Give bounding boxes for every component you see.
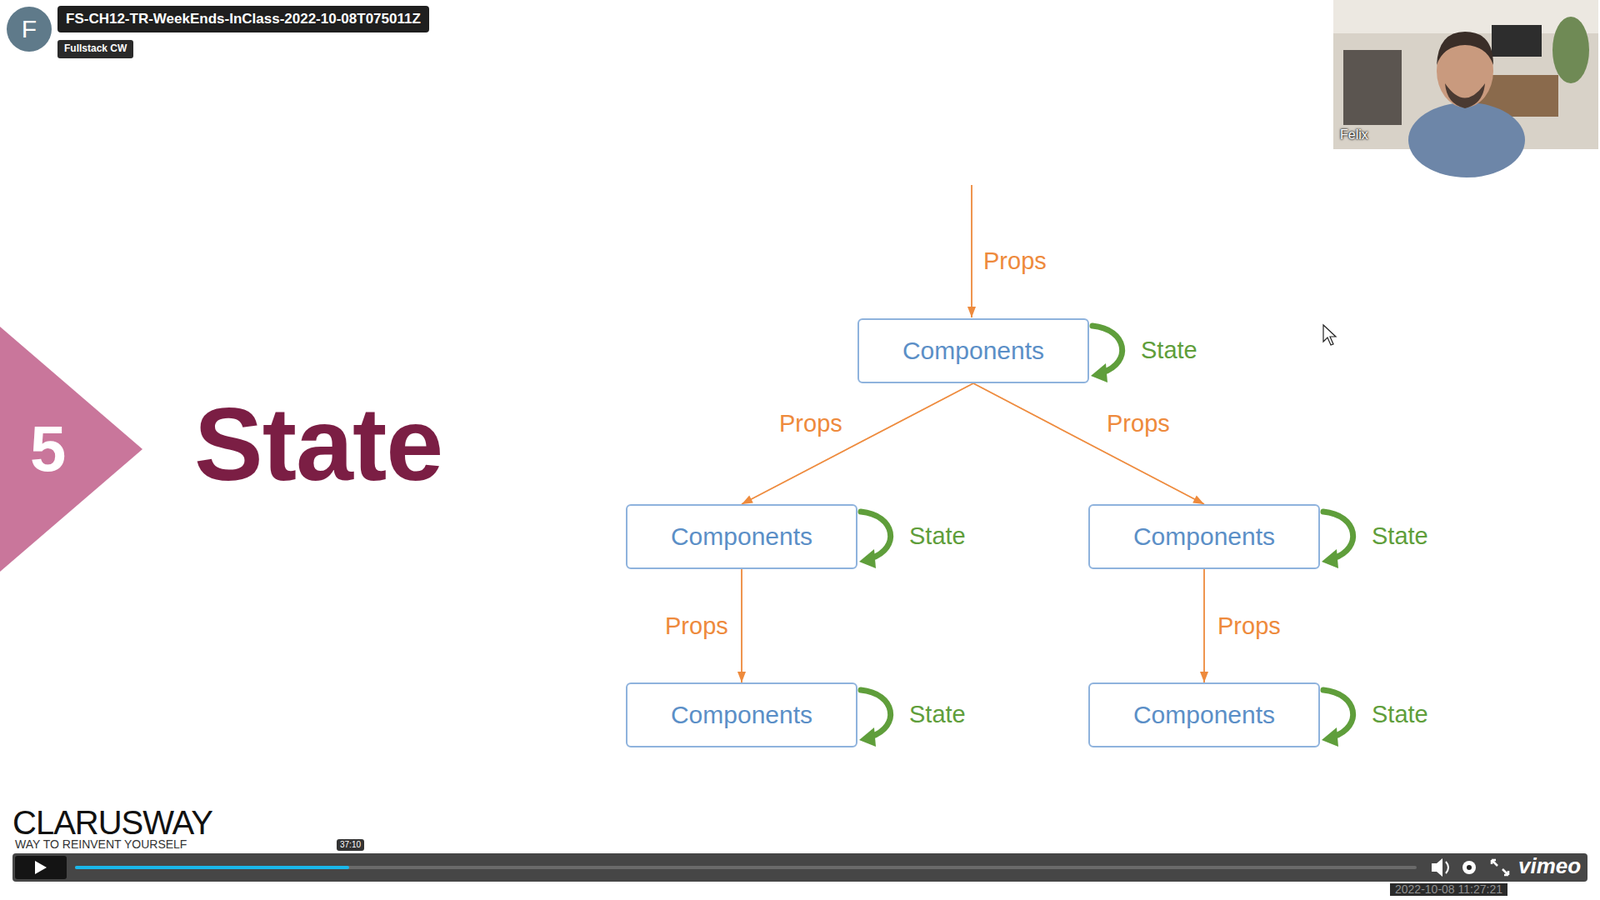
incoming-props-arrow bbox=[967, 185, 976, 318]
brand-tagline: WAY TO REINVENT YOURSELF bbox=[15, 837, 187, 851]
arrow-head bbox=[1192, 495, 1205, 505]
webcam-feed bbox=[1333, 0, 1599, 178]
section-number: 5 bbox=[30, 411, 66, 487]
state-label: State bbox=[909, 522, 966, 550]
presenter-avatar: F bbox=[6, 6, 52, 52]
edge-label: Props bbox=[776, 410, 845, 438]
props-line bbox=[1203, 569, 1205, 683]
arrow-head bbox=[741, 495, 754, 505]
component-box: Components bbox=[625, 504, 858, 570]
state-loop-arrow bbox=[859, 511, 891, 569]
channel-badge: Fullstack CW bbox=[57, 40, 134, 59]
state-label: State bbox=[1371, 700, 1429, 729]
props-line bbox=[973, 383, 1205, 505]
component-label: Components bbox=[1133, 522, 1275, 552]
state-loop-arrow bbox=[1090, 325, 1123, 383]
props-connector bbox=[1200, 569, 1209, 683]
edge-label: Props bbox=[1104, 410, 1173, 438]
props-connector bbox=[741, 383, 974, 505]
state-loop-head bbox=[1090, 363, 1108, 383]
video-player-bar bbox=[12, 853, 1588, 882]
props-connector bbox=[737, 569, 746, 683]
component-box: Components bbox=[625, 682, 858, 748]
component-box: Components bbox=[1088, 504, 1320, 570]
props-line bbox=[970, 185, 973, 318]
brand-logo: CLARUSWAY bbox=[12, 803, 213, 842]
state-loop-arrow bbox=[859, 690, 891, 747]
video-title: FS-CH12-TR-WeekEnds-InClass-2022-10-08T0… bbox=[57, 5, 430, 33]
mouse-cursor bbox=[1323, 325, 1336, 345]
props-connector bbox=[973, 383, 1205, 505]
state-loop-head bbox=[1321, 549, 1339, 569]
component-label: Components bbox=[670, 700, 813, 730]
presenter-name: Felix bbox=[1340, 127, 1369, 143]
section-triangle bbox=[0, 326, 143, 572]
slide-title: State bbox=[194, 385, 443, 505]
state-loop-curve bbox=[1092, 325, 1123, 373]
state-loop-curve bbox=[1323, 690, 1354, 737]
state-loop-arrow bbox=[1321, 690, 1354, 747]
props-label: Props bbox=[983, 247, 1047, 275]
state-loop-curve bbox=[860, 511, 891, 559]
recording-timestamp: 2022-10-08 11:27:21 bbox=[1390, 883, 1508, 896]
component-label: Components bbox=[902, 336, 1045, 366]
time-tooltip: 37:10 bbox=[336, 839, 365, 851]
state-loop-curve bbox=[860, 690, 891, 737]
component-box: Components bbox=[1088, 682, 1320, 748]
state-loop-head bbox=[859, 549, 876, 569]
component-box: Components bbox=[857, 318, 1090, 384]
state-loop-head bbox=[1321, 727, 1339, 747]
state-loop-head bbox=[859, 727, 876, 747]
props-line bbox=[741, 383, 974, 505]
props-line bbox=[740, 569, 743, 683]
state-label: State bbox=[1140, 336, 1198, 365]
component-label: Components bbox=[670, 522, 813, 552]
state-loop-arrow bbox=[1321, 511, 1354, 569]
arrow-head bbox=[1200, 671, 1209, 683]
edge-label: Props bbox=[662, 612, 731, 640]
player-logo: vimeo bbox=[1518, 854, 1581, 880]
arrow-head bbox=[967, 306, 976, 318]
state-label: State bbox=[1371, 522, 1429, 550]
state-loop-curve bbox=[1323, 511, 1354, 559]
arrow-head bbox=[737, 671, 746, 683]
edge-label: Props bbox=[1215, 612, 1284, 640]
component-label: Components bbox=[1133, 700, 1275, 730]
state-label: State bbox=[909, 700, 966, 729]
